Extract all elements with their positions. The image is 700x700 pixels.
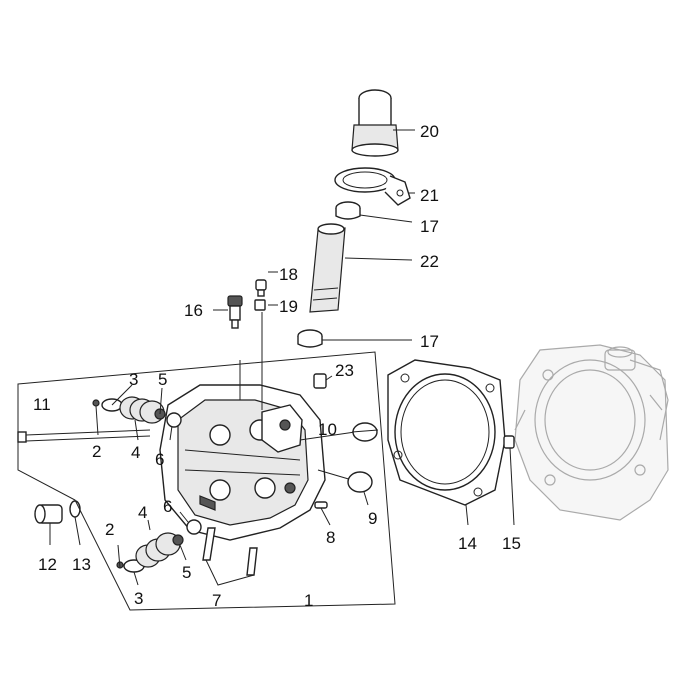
washer-13 — [69, 500, 81, 518]
dowel-8 — [314, 501, 328, 509]
callout-5-lower: 5 — [182, 563, 191, 582]
valve-9 — [317, 469, 373, 493]
callout-23: 23 — [335, 361, 354, 380]
callout-5-upper: 5 — [158, 370, 167, 389]
callout-19: 19 — [279, 297, 298, 316]
callout-10: 10 — [318, 420, 337, 439]
hose-clamp-17-bottom — [297, 329, 323, 348]
callout-3-lower: 3 — [134, 589, 143, 608]
callout-2-upper: 2 — [92, 442, 101, 461]
callout-22: 22 — [420, 252, 439, 271]
dowel-15 — [503, 435, 515, 449]
head-gasket — [387, 359, 506, 506]
callout-12: 12 — [38, 555, 57, 574]
spacer-12 — [34, 504, 63, 524]
callout-2-lower: 2 — [105, 520, 114, 539]
callout-11: 11 — [33, 395, 51, 414]
bolt-11 — [17, 429, 151, 443]
group-outline — [17, 351, 396, 611]
callout-labels: 1 2 2 3 3 4 4 5 5 6 6 7 8 9 10 11 12 13 … — [33, 122, 521, 610]
callout-3-upper: 3 — [129, 370, 138, 389]
callout-4-upper: 4 — [131, 443, 140, 462]
valve-spring-upper — [92, 396, 182, 428]
callout-6-lower: 6 — [163, 497, 172, 516]
cylinder-head — [159, 384, 326, 541]
cylinder-block-ghost — [514, 344, 669, 521]
callout-4-lower: 4 — [138, 503, 147, 522]
callout-20: 20 — [420, 122, 439, 141]
valve-spring-lower — [116, 519, 202, 573]
callout-21: 21 — [420, 186, 439, 205]
callout-17-lower: 17 — [420, 332, 439, 351]
callout-18: 18 — [279, 265, 298, 284]
callout-16: 16 — [184, 301, 203, 320]
leader-lines — [49, 129, 515, 586]
washer-19 — [254, 299, 266, 311]
hose-clamp-17-top — [335, 201, 361, 220]
callout-8: 8 — [326, 528, 335, 547]
screw-18 — [255, 279, 267, 297]
thermostat-housing-20 — [351, 89, 399, 157]
temp-sensor-16 — [227, 295, 243, 329]
callout-17-upper: 17 — [420, 217, 439, 236]
guide-7 — [202, 527, 258, 576]
plug-23 — [313, 373, 327, 389]
callout-9: 9 — [368, 509, 377, 528]
callout-6-upper: 6 — [155, 450, 164, 469]
callout-13: 13 — [72, 555, 91, 574]
callout-14: 14 — [458, 534, 477, 553]
callout-15: 15 — [502, 534, 521, 553]
hose-22 — [309, 223, 346, 313]
callout-1: 1 — [304, 591, 313, 610]
callout-7: 7 — [212, 591, 221, 610]
bracket-21 — [334, 167, 411, 206]
